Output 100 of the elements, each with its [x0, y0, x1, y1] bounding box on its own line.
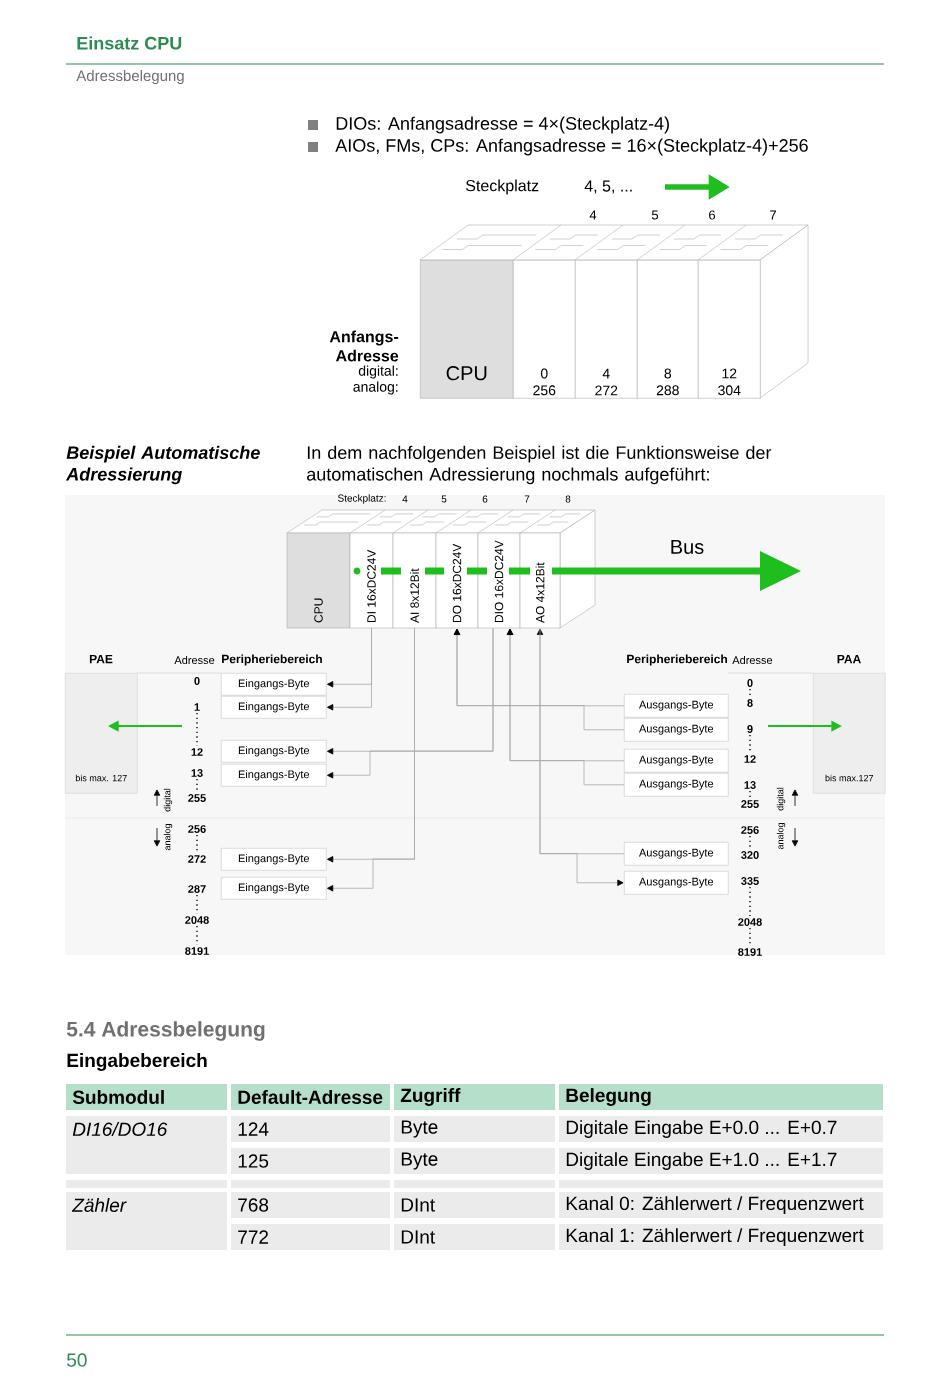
address-number: 13 — [744, 781, 756, 789]
byte-box: Ausgangs-Byte — [624, 718, 729, 742]
connector — [506, 628, 625, 786]
byte-box: Ausgangs-Byte — [624, 871, 729, 895]
table-cell: Digitale Eingabe E+1.0 ... E+1.7 — [559, 1148, 883, 1174]
address-number: 320 — [741, 851, 759, 859]
slot-label: 4, 5, ... — [584, 180, 632, 194]
bullet-text: DIOs: Anfangsadresse = 4×(Steckplatz-4) — [336, 116, 669, 134]
table-cell: Kanal 0: Zählerwert / Frequenzwert — [559, 1192, 883, 1218]
address-number: 12 — [744, 755, 756, 763]
table-cell: Digitale Eingabe E+0.0 ... E+0.7 — [559, 1116, 883, 1142]
slot-label: Steckplatz — [466, 179, 539, 195]
bullet-text: AIOs, FMs, CPs: Anfangsadresse = 16×(Steckplatz-4)+256 — [335, 138, 808, 156]
module-box: 4 272 — [575, 260, 638, 399]
module-box: 12 304 — [698, 260, 761, 399]
connector — [539, 627, 624, 886]
byte-box: Ausgangs-Byte — [624, 842, 729, 866]
table-cell: 768 — [231, 1192, 390, 1218]
address-number: 1 — [194, 703, 200, 711]
module-box: 8 288 — [637, 260, 699, 399]
table-cell: Zähler — [66, 1192, 227, 1250]
column-heading: Peripheriebereich — [627, 654, 727, 666]
header-title: Einsatz CPU — [77, 36, 182, 50]
address-number: 256 — [188, 825, 206, 833]
column-heading: Adresse — [732, 656, 773, 665]
slot-number: 6 — [482, 495, 488, 503]
section-heading: 5.4 Adressbelegung — [66, 1021, 265, 1041]
module-box: 0 256 — [513, 260, 576, 399]
table-header-cell: Zugriff — [394, 1084, 555, 1110]
table-cell: Byte — [394, 1148, 555, 1174]
memory-area: bis max.127 — [813, 673, 886, 794]
slot-number: 4 — [402, 495, 408, 503]
address-number: 287 — [188, 885, 206, 893]
column-heading: Adresse — [174, 656, 215, 665]
byte-box: Ausgangs-Byte — [624, 749, 729, 773]
module-box: AI 8x12Bit — [392, 532, 437, 629]
address-number: 13 — [191, 769, 203, 777]
module-box: DO 16xDC24V — [435, 532, 479, 629]
bus-label: Bus — [671, 540, 704, 554]
slot-number: 5 — [441, 495, 447, 503]
slot-number: 6 — [709, 210, 716, 220]
side-heading: Beispiel Automatische Adressierung — [65, 445, 260, 485]
byte-box: Eingangs-Byte — [221, 696, 327, 719]
module-box: CPU — [420, 260, 514, 399]
slot-number: 4 — [589, 210, 597, 220]
address-number: 255 — [188, 794, 206, 802]
address-heading: Anfangs- Adresse — [329, 330, 399, 362]
address-number: 255 — [741, 800, 759, 808]
byte-box: Ausgangs-Byte — [624, 694, 729, 718]
address-number: 8191 — [738, 948, 762, 956]
memory-area: bis max. 127 — [65, 673, 138, 794]
module-box: DI 16xDC24V — [349, 532, 394, 629]
range-label: analog — [163, 824, 173, 851]
address-number: 9 — [747, 725, 753, 733]
table-cell: 772 — [231, 1224, 390, 1250]
range-label: digital — [163, 788, 173, 812]
byte-box: Eingangs-Byte — [221, 877, 327, 900]
row-label: analog: — [353, 381, 398, 395]
slot-number: 7 — [770, 210, 776, 220]
module-box: AO 4x12Bit — [519, 532, 561, 629]
connector — [536, 628, 625, 855]
table-cell: DInt — [394, 1192, 555, 1218]
connector — [453, 628, 625, 731]
table-header-cell: Belegung — [559, 1084, 883, 1110]
table-cell: Byte — [394, 1116, 555, 1142]
table-cell: DI16/DO16 — [66, 1116, 227, 1174]
module-box: CPU — [286, 532, 351, 629]
address-number: 2048 — [738, 918, 762, 926]
address-number: 0 — [194, 677, 200, 685]
column-heading: Peripheriebereich — [222, 654, 322, 666]
column-heading: PAE — [89, 654, 113, 664]
address-number: 2048 — [185, 916, 209, 924]
byte-box: Eingangs-Byte — [221, 764, 327, 787]
byte-box: Ausgangs-Byte — [624, 773, 729, 797]
table-cell: 124 — [231, 1116, 390, 1142]
byte-box: Eingangs-Byte — [221, 740, 327, 763]
byte-box: Eingangs-Byte — [221, 848, 327, 871]
address-number: 256 — [741, 826, 759, 834]
header-subtitle: Adressbelegung — [76, 70, 184, 84]
column-heading: PAA — [837, 654, 861, 664]
range-label: digital — [776, 787, 786, 811]
address-number: 8191 — [185, 947, 209, 955]
address-number: 8 — [747, 699, 753, 707]
address-number: 335 — [741, 877, 759, 885]
module-box: DIO 16xDC24V — [477, 532, 521, 629]
slot-number: 5 — [651, 210, 659, 220]
slot-number: 8 — [565, 495, 571, 503]
address-number: 272 — [188, 855, 206, 863]
table-cell: Kanal 1: Zählerwert / Frequenzwert — [559, 1224, 883, 1250]
table-header-cell: Default-Adresse — [231, 1084, 390, 1110]
address-number: 12 — [191, 748, 203, 756]
slot-label: Steckplatz: — [338, 494, 386, 504]
table-cell: DInt — [394, 1224, 555, 1250]
table-header-cell: Submodul — [66, 1084, 227, 1110]
page-number: 50 — [67, 1353, 87, 1367]
paragraph: In dem nachfolgenden Beispiel ist die Funktionsweise der automatischen Adressierung nochmals aufgeführt: — [307, 445, 772, 485]
byte-box: Eingangs-Byte — [221, 673, 327, 696]
range-label: analog — [776, 823, 786, 850]
row-label: digital: — [358, 365, 398, 379]
slot-number: 7 — [524, 495, 530, 503]
